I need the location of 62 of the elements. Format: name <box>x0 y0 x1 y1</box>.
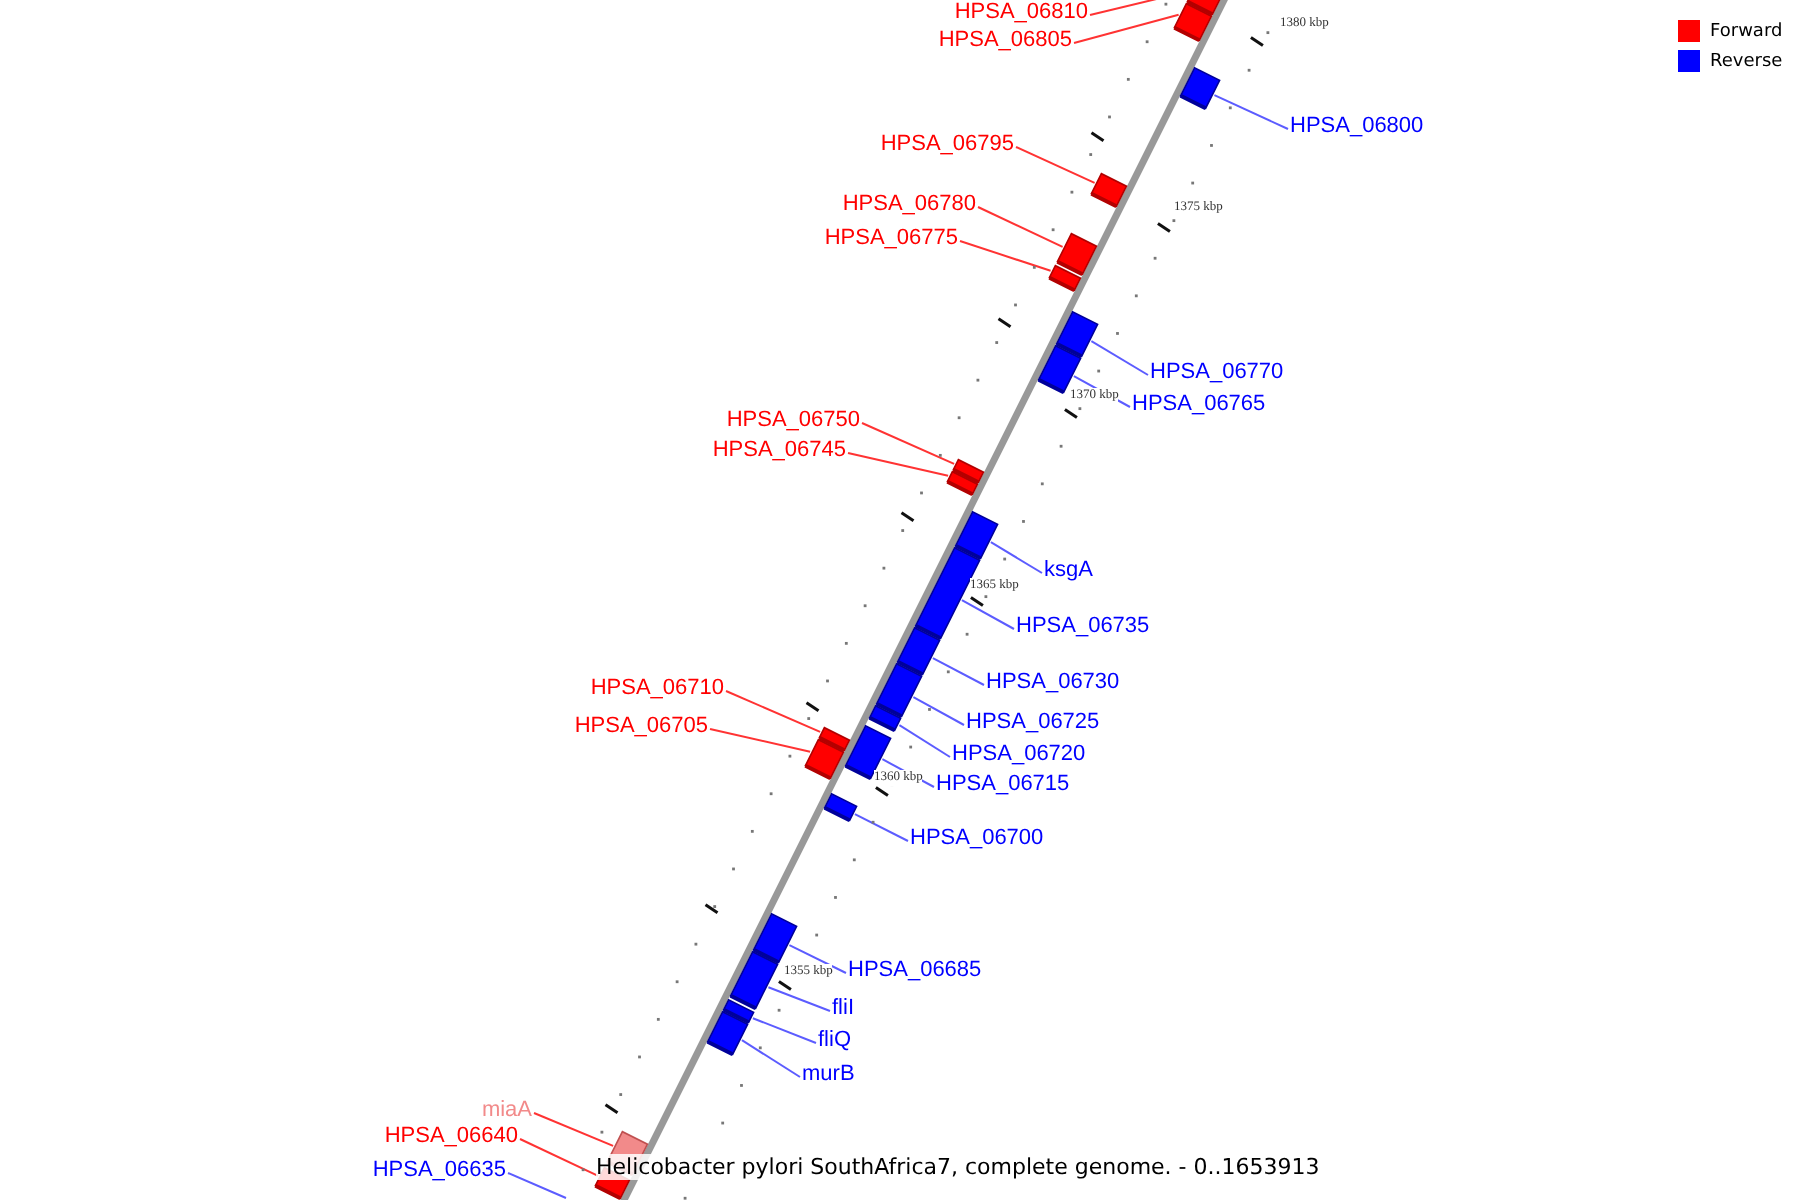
gene-block <box>823 792 858 823</box>
leader-line <box>1090 340 1149 376</box>
gene-label: HPSA_06775 <box>824 226 958 252</box>
gene-label: fliQ <box>818 1028 851 1054</box>
leader-line <box>960 599 1015 630</box>
gene-label: HPSA_06765 <box>1132 392 1266 418</box>
leader-line <box>751 1017 817 1044</box>
gene-label: HPSA_06795 <box>880 132 1014 158</box>
legend-label: Forward <box>1710 21 1783 41</box>
gene-label: HPSA_06705 <box>574 714 708 740</box>
legend-label: Reverse <box>1710 51 1783 71</box>
gene-block <box>946 470 979 496</box>
leader-line <box>533 1112 615 1147</box>
gene-block <box>1056 232 1098 276</box>
gene-label: HPSA_06770 <box>1150 360 1284 386</box>
gene-label: fliI <box>832 996 854 1022</box>
leader-line <box>709 728 812 753</box>
gene-block <box>954 510 999 561</box>
leader-line <box>977 206 1064 248</box>
gene-block <box>1055 310 1099 359</box>
leader-line <box>767 986 831 1012</box>
gene-label: HPSA_06715 <box>936 772 1070 798</box>
gene-label: HPSA_06750 <box>726 408 860 434</box>
gene-label: HPSA_06720 <box>952 742 1086 768</box>
gene-label: HPSA_06635 <box>372 1158 506 1184</box>
gene-label: miaA <box>481 1098 532 1124</box>
gene-label: HPSA_06700 <box>910 826 1044 852</box>
leader-line <box>853 813 909 842</box>
leader-line <box>989 541 1043 574</box>
gene-label: HPSA_06735 <box>1016 614 1150 640</box>
gene-label: HPSA_06745 <box>712 438 846 464</box>
leader-line <box>931 657 985 686</box>
leader-line <box>898 724 951 758</box>
gene-block <box>1048 264 1082 292</box>
gene-block <box>1179 66 1221 111</box>
gene-label: HPSA_06725 <box>966 710 1100 736</box>
leader-line <box>1015 146 1096 184</box>
gene-label: HPSA_06640 <box>384 1124 518 1150</box>
leader-line <box>740 1039 801 1078</box>
gene-block <box>752 912 798 965</box>
leader-line <box>959 240 1052 272</box>
leader-line <box>1213 94 1289 130</box>
leader-line <box>861 422 956 465</box>
leader-line <box>847 452 950 477</box>
leader-line <box>507 1172 567 1199</box>
gene-label: HPSA_06810 <box>954 0 1088 26</box>
leader-line <box>1073 13 1180 44</box>
gene-label: HPSA_06730 <box>986 670 1120 696</box>
gene-label: HPSA_06780 <box>842 192 976 218</box>
gene-block <box>1090 172 1128 208</box>
gene-label: HPSA_06710 <box>590 676 724 702</box>
gene-block <box>896 626 941 677</box>
leader-line <box>912 696 965 726</box>
leader-line <box>788 944 847 974</box>
gene-label: HPSA_06800 <box>1290 114 1424 140</box>
caption: Helicobacter pylori SouthAfrica7, complete genome. - 0..1653913 <box>596 1154 1320 1180</box>
gene-label: murB <box>802 1062 855 1088</box>
gene-label: HPSA_06685 <box>848 958 982 984</box>
leader-line <box>725 690 822 733</box>
gene-label: HPSA_06805 <box>938 28 1072 54</box>
leader-line <box>519 1138 600 1177</box>
gene-label: ksgA <box>1044 558 1093 584</box>
